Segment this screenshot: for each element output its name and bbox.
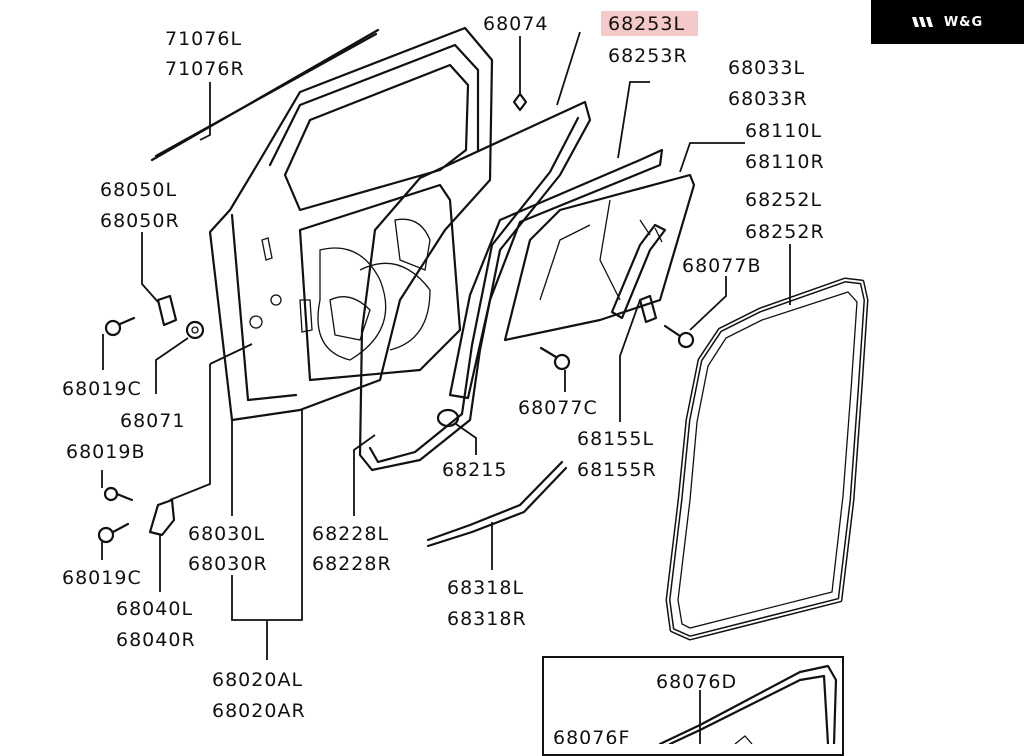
- label-68110r: 68110R: [745, 151, 825, 173]
- leader-lines: [101, 31, 791, 744]
- part-labels: 71076L 71076R 68074 68253L 68253R 68033L…: [62, 13, 825, 744]
- label-68077c: 68077C: [518, 397, 598, 419]
- label-68019b: 68019B: [66, 441, 145, 463]
- inset-detail-part: [658, 664, 838, 744]
- label-71076r: 71076R: [165, 58, 245, 80]
- label-68228r: 68228R: [312, 553, 392, 575]
- label-68077b: 68077B: [682, 255, 761, 277]
- label-68040r: 68040R: [116, 629, 196, 651]
- label-68253l: 68253L: [608, 13, 685, 35]
- label-68252r: 68252R: [745, 221, 825, 243]
- label-68071: 68071: [120, 410, 185, 432]
- label-68110l: 68110L: [745, 120, 822, 142]
- door-weatherstrip-part: [358, 100, 592, 472]
- label-68155r: 68155R: [577, 459, 657, 481]
- label-68228l: 68228L: [312, 523, 389, 545]
- label-68020ar: 68020AR: [212, 700, 306, 722]
- label-68019c-bottom: 68019C: [62, 567, 142, 589]
- body-weatherstrip-part: [665, 277, 869, 641]
- label-68252l: 68252L: [745, 189, 822, 211]
- label-68030r: 68030R: [188, 553, 268, 575]
- lower-seal-part: [426, 460, 568, 548]
- label-68215: 68215: [442, 459, 507, 481]
- label-68050l: 68050L: [100, 179, 177, 201]
- label-68155l: 68155L: [577, 428, 654, 450]
- label-68040l: 68040L: [116, 598, 193, 620]
- label-68076d: 68076D: [656, 671, 737, 693]
- chevron-triple-icon: [911, 17, 933, 27]
- door-glass-run-part: [448, 148, 664, 400]
- label-71076l: 71076L: [165, 28, 242, 50]
- door-shell-part: [208, 26, 494, 422]
- selected-part-highlight: [601, 11, 698, 36]
- door-glass-part: [503, 173, 696, 342]
- label-68033l: 68033L: [728, 57, 805, 79]
- label-68020al: 68020AL: [212, 669, 303, 691]
- label-68318r: 68318R: [447, 608, 527, 630]
- brand-text: W&G: [943, 14, 984, 30]
- label-68019c-top: 68019C: [62, 378, 142, 400]
- label-68050r: 68050R: [100, 210, 180, 232]
- belt-molding-part: [150, 28, 380, 162]
- label-68318l: 68318L: [447, 577, 524, 599]
- label-68074: 68074: [483, 13, 548, 35]
- label-68253r: 68253R: [608, 45, 688, 67]
- label-68030l: 68030L: [188, 523, 265, 545]
- rear-channel-part: [610, 223, 667, 320]
- label-68076f: 68076F: [553, 727, 630, 744]
- brand-badge: W&G: [871, 0, 1024, 44]
- label-68033r: 68033R: [728, 88, 808, 110]
